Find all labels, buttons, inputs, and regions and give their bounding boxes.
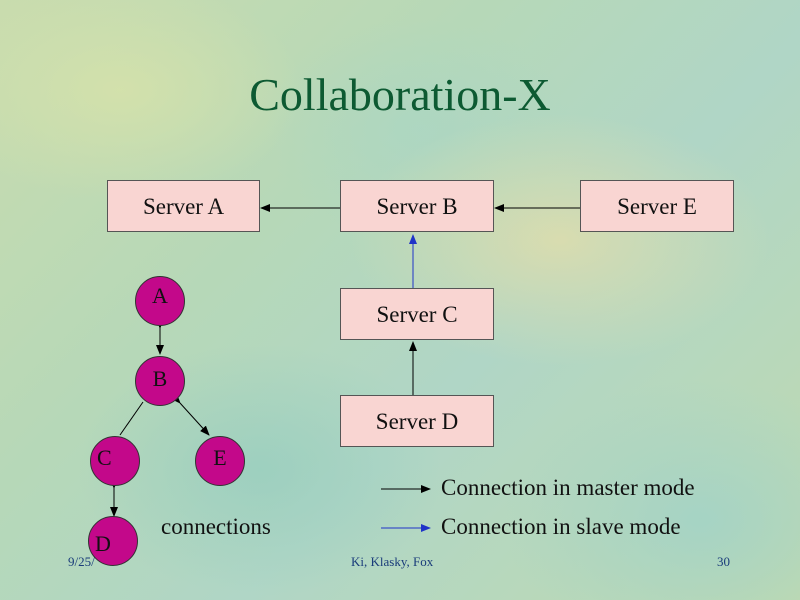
node-b: B [135, 356, 185, 406]
node-d-label: D [95, 531, 111, 556]
slide-title: Collaboration-X [249, 69, 551, 120]
node-a: A [135, 276, 185, 326]
server-a-box: Server A [107, 180, 260, 232]
node-e-label: E [213, 445, 227, 470]
node-a-label: A [152, 283, 168, 308]
arrow-node-b-e [170, 393, 210, 436]
connections-label: connections [161, 514, 271, 539]
node-e: E [195, 436, 245, 486]
footer-date: 9/25/ [68, 554, 95, 569]
server-e-box: Server E [580, 180, 734, 232]
node-c-label: C [97, 445, 112, 470]
legend-slave-label: Connection in slave mode [441, 514, 681, 539]
legend-master-label: Connection in master mode [441, 475, 695, 500]
node-c: C [90, 436, 140, 486]
server-d-box: Server D [340, 395, 494, 447]
line-node-b-c [119, 401, 144, 436]
footer-authors: Ki, Klasky, Fox [351, 554, 434, 569]
footer-page-number: 30 [717, 554, 730, 569]
server-c-box: Server C [340, 288, 494, 340]
node-d: D [88, 516, 138, 566]
server-b-box: Server B [340, 180, 494, 232]
node-b-label: B [152, 366, 168, 391]
